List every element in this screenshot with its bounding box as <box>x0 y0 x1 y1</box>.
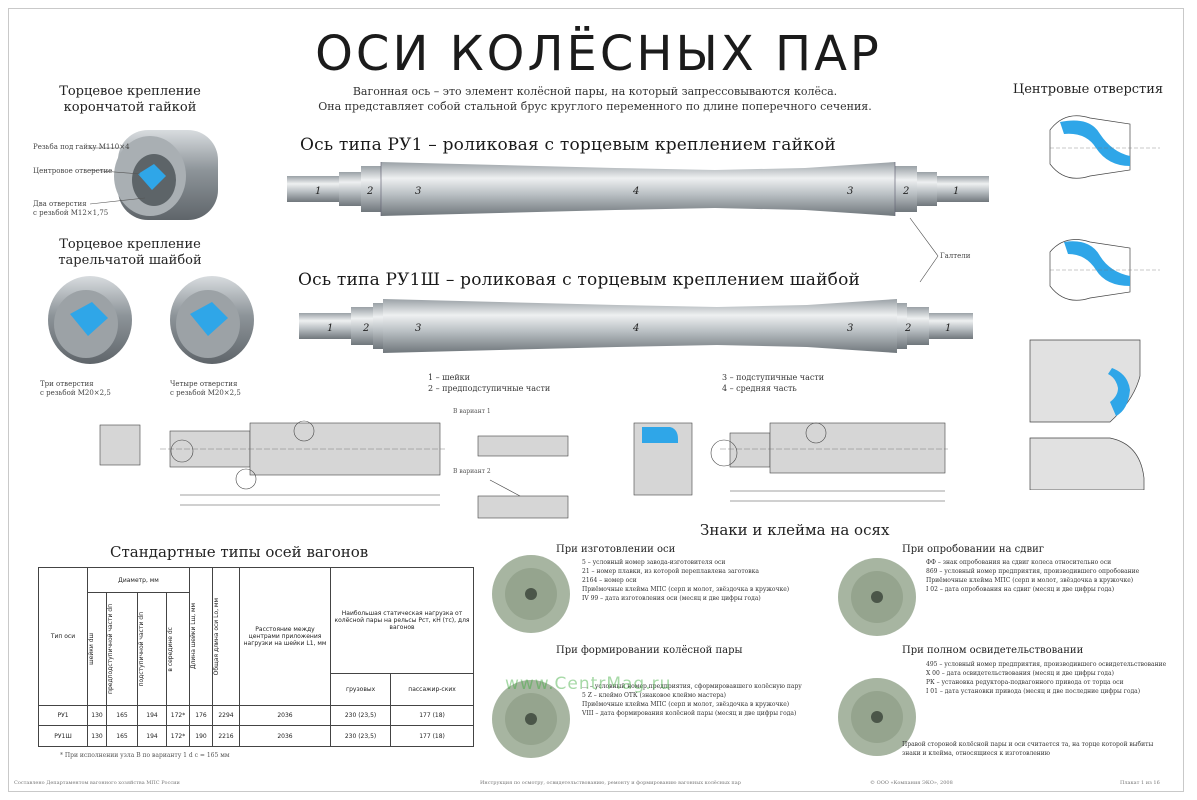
crown-nut-illustration <box>89 130 218 220</box>
center-holes-drawings <box>1029 115 1160 490</box>
standard-axes-table: Тип оси Диаметр, мм Длина шейки Lш, мм О… <box>38 566 474 747</box>
tech-drawing-ru1sh <box>633 422 948 502</box>
crown-nut-callout-center: Центровое отверстие <box>33 167 113 175</box>
ru1sh-part-1-left: 1 <box>327 323 333 334</box>
poster-frame <box>8 8 1184 792</box>
ru1sh-part-2-left: 2 <box>362 323 369 334</box>
th-cargo: грузовых <box>329 672 392 706</box>
washer-right-caption: Четыре отверстия с резьбой М20×2,5 <box>170 380 241 397</box>
axis-ru1sh-title: Ось типа РУ1Ш – роликовая с торцевым кре… <box>298 270 861 290</box>
marks-full-list: 495 – условный номер предприятия, произв… <box>926 661 1167 695</box>
variant-1-label: В вариант 1 <box>453 408 491 415</box>
th-sub: подступичной части dп <box>137 592 167 706</box>
marks-forming-title: При формировании колёсной пары <box>556 645 743 656</box>
parts-legend-left: 1 – шейки 2 – предподступичные части <box>428 373 551 393</box>
ru1-part-3-left: 3 <box>415 186 421 197</box>
washer-left-caption: Три отверстия с резьбой М20×2,5 <box>40 380 111 397</box>
ru1-part-2-left: 2 <box>366 186 373 197</box>
table-row: РУ1 130 165 194 172* 176 2294 2036 230 (… <box>38 704 474 727</box>
marks-manufacture-title: При изготовлении оси <box>556 544 676 555</box>
th-pre: предподступичной части dп <box>106 592 138 706</box>
variant-drawings <box>477 435 569 519</box>
th-neck: шейки dш <box>87 592 107 706</box>
variant-2-label: В вариант 2 <box>453 468 491 475</box>
crown-nut-heading: Торцевое крепление корончатой гайкой <box>59 84 201 115</box>
table-note: * При исполнении узла В по варианту 1 d … <box>60 752 230 759</box>
ru1sh-part-3-right: 3 <box>847 323 853 334</box>
th-type: Тип оси <box>38 567 88 706</box>
watermark: www.CentrMag.ru <box>505 674 672 694</box>
intro-line-1: Вагонная ось – это элемент колёсной пары… <box>352 85 838 98</box>
ru1sh-part-3-left: 3 <box>415 323 421 334</box>
ru1sh-part-2-right: 2 <box>904 323 911 334</box>
stamp-disc-check <box>838 558 916 636</box>
galteli-label: Галтели <box>940 252 971 260</box>
ru1-part-1-left: 1 <box>315 186 321 197</box>
stamp-disc-full <box>838 678 916 756</box>
th-diameter: Диаметр, мм <box>87 566 190 594</box>
ru1sh-part-4: 4 <box>632 323 639 334</box>
parts-legend-right: 3 – подступичные части 4 – средняя часть <box>722 373 825 393</box>
center-hole-3 <box>1029 339 1141 423</box>
axis-ru1sh-shaft: 1 2 3 4 3 2 1 <box>299 299 973 353</box>
footer-center: Инструкция по осмотру, освидетельствован… <box>480 780 741 786</box>
marks-check-title: При опробовании на сдвиг <box>902 544 1044 555</box>
footer-right-copyright: © ООО «Компания ЭКО», 2008 <box>870 780 953 786</box>
marks-forming-list: … – условный номер предприятия, сформиро… <box>582 683 802 717</box>
stamp-disc-forming <box>492 680 570 758</box>
footer-right-sheet: Плакат 1 из 16 <box>1120 780 1160 786</box>
crown-nut-callout-holes: Два отверстия с резьбой М12×1,75 <box>33 200 109 217</box>
center-holes-heading: Центровые отверстия <box>1012 82 1164 97</box>
intro-line-2: Она представляет собой стальной брус кру… <box>318 100 872 113</box>
marks-full-title: При полном освидетельствовании <box>902 645 1084 656</box>
axis-ru1-title: Ось типа РУ1 – роликовая с торцевым креп… <box>300 135 836 155</box>
intro-text: Вагонная ось – это элемент колёсной пары… <box>270 84 920 114</box>
tech-drawing-ru1 <box>99 420 445 506</box>
table-heading: Стандартные типы осей вагонов <box>110 543 369 561</box>
ru1-part-3-right: 3 <box>847 186 853 197</box>
th-pass: пассажир-ских <box>390 672 474 706</box>
center-hole-1 <box>1049 115 1160 179</box>
marks-check-list: ФФ – знак опробования на сдвиг колеса от… <box>926 559 1140 593</box>
washer-illustration <box>48 276 254 364</box>
marks-full-note: Правой стороной колёсной пары и оси счит… <box>902 741 1154 757</box>
ru1-part-1-right: 1 <box>953 186 959 197</box>
ru1-part-4: 4 <box>632 186 639 197</box>
marks-manufacture-list: 5 – условный номер завода-изготовителя о… <box>582 559 790 602</box>
page-title: ОСИ КОЛЁСНЫХ ПАР <box>315 26 882 82</box>
th-neck-length: Длина шейки Lш, мм <box>189 567 213 706</box>
crown-nut-callout-thread: Резьба под гайку М110×4 <box>33 143 130 151</box>
stamp-disc-manufacture <box>492 555 570 633</box>
th-mid: в середине dс <box>166 592 190 706</box>
axis-ru1-shaft: 1 2 3 4 3 2 1 <box>287 162 989 216</box>
ru1-part-2-right: 2 <box>902 186 909 197</box>
center-hole-2 <box>1049 239 1160 301</box>
galteli-leaders <box>909 217 939 283</box>
th-load: Наибольшая статическая нагрузка от колёс… <box>330 567 474 674</box>
th-distance: Расстояние между центрами приложения наг… <box>239 567 331 706</box>
table-row: РУ1Ш 130 165 194 172* 190 2216 2036 230 … <box>38 725 474 747</box>
th-total-length: Общая длина оси Lо, мм <box>212 567 240 706</box>
footer-left: Составлено Департаментом вагонного хозяй… <box>14 780 180 786</box>
center-hole-4 <box>1029 437 1145 490</box>
ru1sh-part-1-right: 1 <box>945 323 951 334</box>
marks-heading: Знаки и клейма на осях <box>700 521 890 539</box>
washer-heading: Торцевое крепление тарельчатой шайбой <box>58 237 202 268</box>
